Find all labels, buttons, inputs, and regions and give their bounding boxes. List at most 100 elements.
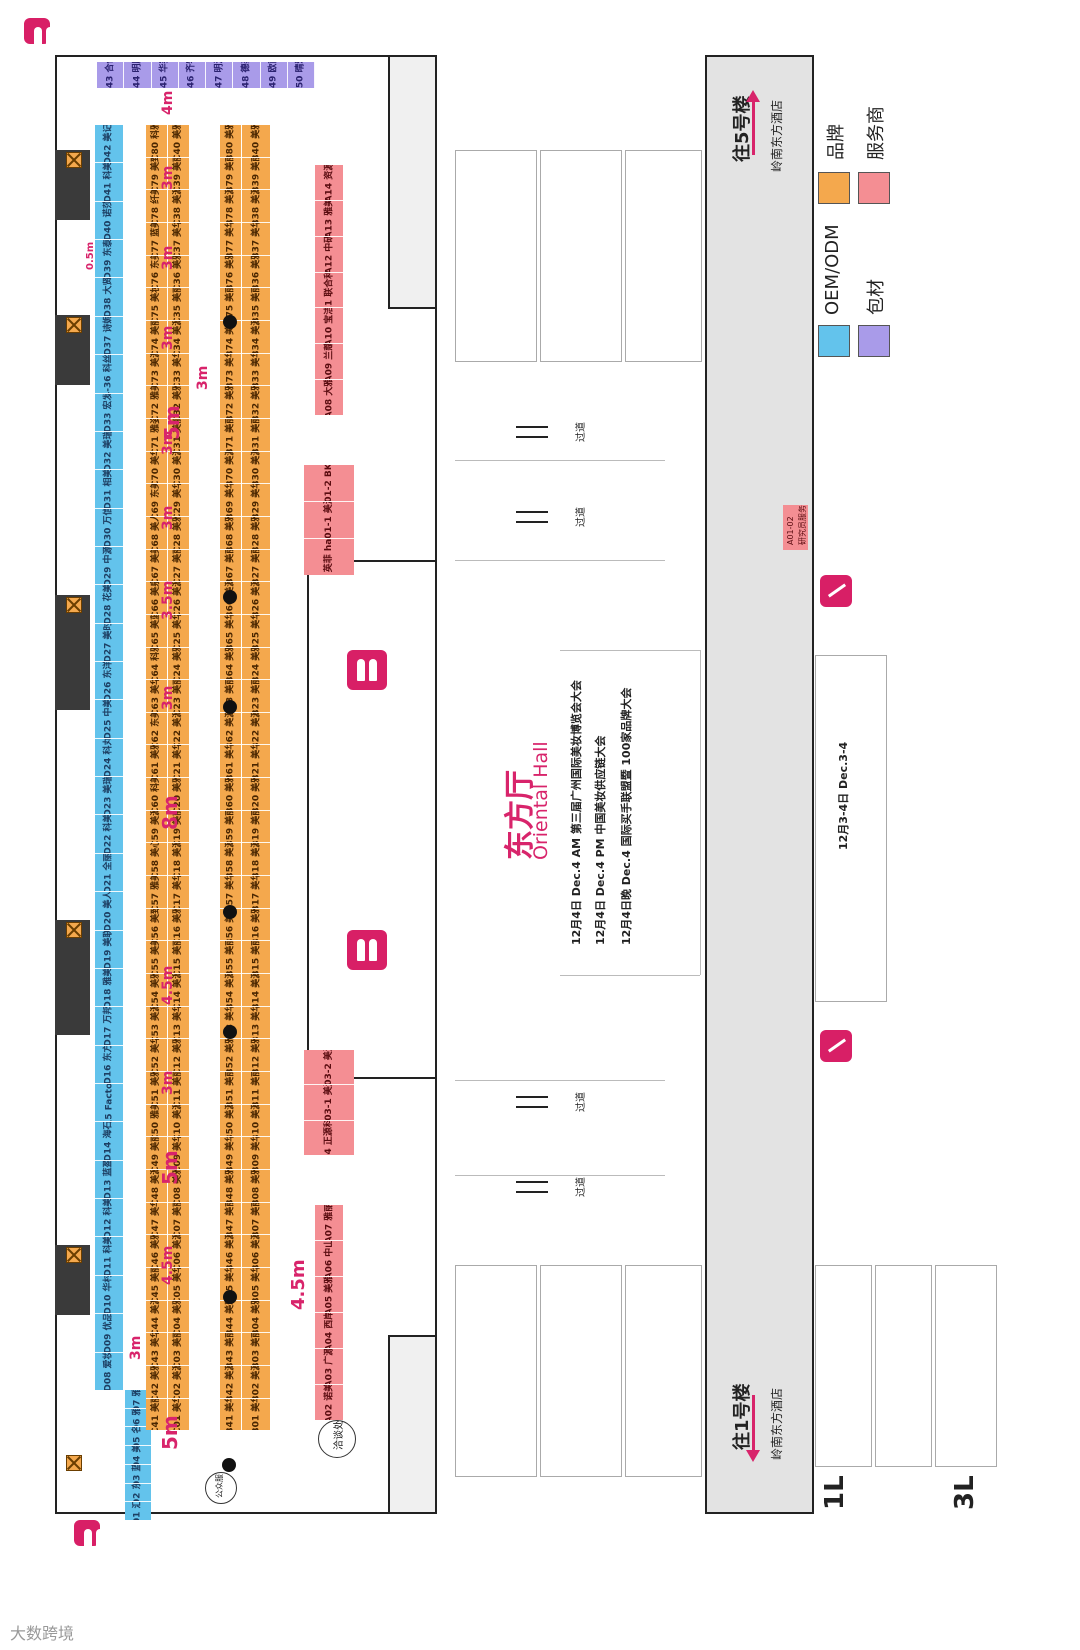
booth-c68[interactable]: C68 美人 <box>146 516 167 550</box>
booth-b25[interactable]: B25 美华 <box>242 614 270 648</box>
booth-b80[interactable]: B80 美雅 <box>220 125 241 158</box>
booth-c29[interactable]: C29 美华 <box>168 484 189 517</box>
booth-d47[interactable]: D47 明洋 <box>206 62 234 88</box>
booth-c33[interactable]: C33 美华 <box>168 353 189 387</box>
booth-b43[interactable]: B43 美丽 <box>220 1333 241 1366</box>
booth-b54[interactable]: B54 美源 <box>220 974 241 1007</box>
booth-a05[interactable]: A05 美雅 <box>315 1277 343 1313</box>
booth-t01-1[interactable]: T01-1 美源 <box>304 502 354 539</box>
booth-b40[interactable]: B40 美雅 <box>242 125 270 158</box>
booth-c61[interactable]: C61 美雅 <box>146 745 167 779</box>
booth-a10[interactable]: A10 宝洁 <box>315 308 343 345</box>
booth-a09[interactable]: A09 兰蔻 <box>315 344 343 381</box>
booth-d48[interactable]: D48 德泰 <box>233 62 261 88</box>
booth-d13[interactable]: D13 蓝盈 <box>95 1160 123 1200</box>
booth-b14[interactable]: B14 美源 <box>242 974 270 1007</box>
booth-d38[interactable]: D38 大贤 <box>95 278 123 317</box>
booth-d01[interactable]: D01 汇丽 <box>125 1502 151 1521</box>
booth-c52[interactable]: C52 美华 <box>146 1039 167 1073</box>
booth-d15[interactable]: D15 Factory <box>95 1083 123 1123</box>
booth-d16[interactable]: D16 东方 <box>95 1045 123 1084</box>
booth-b47[interactable]: B47 美丽 <box>220 1202 241 1236</box>
booth-c59[interactable]: C59 美源 <box>146 810 167 844</box>
booth-b38[interactable]: B38 美源 <box>242 190 270 223</box>
booth-c73[interactable]: C73 美源 <box>146 353 167 387</box>
booth-t04[interactable]: T04 正源科技 <box>304 1120 354 1155</box>
booth-c05[interactable]: C05 美华 <box>168 1267 189 1301</box>
booth-c54[interactable]: C54 美雅 <box>146 974 167 1007</box>
booth-d32[interactable]: D32 美瑞 <box>95 431 123 471</box>
booth-c66[interactable]: C66 美泉 <box>146 582 167 615</box>
booth-c57[interactable]: C57 雅美 <box>146 876 167 909</box>
booth-d37[interactable]: D37 诗妮 <box>95 316 123 356</box>
booth-d20[interactable]: D20 美人 <box>95 892 123 931</box>
booth-c37[interactable]: C37 美华 <box>168 222 189 256</box>
booth-a11[interactable]: A11 联合利华 <box>315 272 343 309</box>
booth-d39[interactable]: D39 东泰 <box>95 240 123 279</box>
booth-c45[interactable]: C45 美丽 <box>146 1267 167 1301</box>
booth-c41[interactable]: C41 美丽 <box>146 1398 167 1431</box>
booth-b59[interactable]: B59 美丽 <box>220 810 241 844</box>
booth-b06[interactable]: B06 美源 <box>242 1235 270 1268</box>
booth-b36[interactable]: B36 美雅 <box>242 255 270 289</box>
booth-b60[interactable]: B60 美雅 <box>220 778 241 811</box>
booth-b49[interactable]: B49 美华 <box>220 1137 241 1170</box>
booth-b20[interactable]: B20 美雅 <box>242 778 270 811</box>
booth-c74[interactable]: C74 美丽 <box>146 320 167 354</box>
booth-b35[interactable]: B35 美丽 <box>242 288 270 321</box>
booth-c24[interactable]: C24 美雅 <box>168 647 189 681</box>
booth-b74[interactable]: B74 美源 <box>220 320 241 354</box>
booth-b23[interactable]: B23 美丽 <box>242 680 270 713</box>
booth-d10[interactable]: D10 华村 <box>95 1275 123 1315</box>
booth-d30[interactable]: D30 万信 <box>95 508 123 547</box>
booth-c40[interactable]: C40 美雅 <box>168 125 189 158</box>
booth-b39[interactable]: B39 美丽 <box>242 157 270 191</box>
booth-c36[interactable]: C36 美雅 <box>168 255 189 289</box>
booth-c71[interactable]: C71 雅姿 <box>146 418 167 452</box>
booth-b29[interactable]: B29 美华 <box>242 484 270 517</box>
booth-c35[interactable]: C35 美丽 <box>168 288 189 321</box>
booth-c63[interactable]: C63 美华 <box>146 680 167 713</box>
booth-t03-1[interactable]: T03-1 美源 <box>304 1085 354 1121</box>
booth-b72[interactable]: B72 美雅 <box>220 386 241 419</box>
booth-b13[interactable]: B13 美华 <box>242 1006 270 1040</box>
booth-c34[interactable]: C34 美源 <box>168 320 189 354</box>
booth-b33[interactable]: B33 美华 <box>242 353 270 387</box>
booth-d18[interactable]: D18 雅美 <box>95 968 123 1008</box>
booth-c56[interactable]: C56 美致 <box>146 908 167 942</box>
service-booth-a01-02[interactable] <box>783 505 808 550</box>
booth-d03[interactable]: D03 蓝源 <box>125 1464 151 1484</box>
booth-c53[interactable]: C53 美源 <box>146 1006 167 1040</box>
booth-c19[interactable]: C19 美丽 <box>168 810 189 844</box>
booth-b61[interactable]: B61 美华 <box>220 745 241 779</box>
booth-c07[interactable]: C07 美丽 <box>168 1202 189 1236</box>
booth-c58[interactable]: C58 美心 <box>146 843 167 877</box>
booth-a02[interactable]: A02 诺美 <box>315 1385 343 1420</box>
booth-b64[interactable]: B64 美雅 <box>220 647 241 681</box>
booth-t01-2[interactable]: T01-2 BKT <box>304 465 354 502</box>
booth-b44[interactable]: B44 美雅 <box>220 1300 241 1334</box>
consult-area[interactable] <box>318 1420 356 1458</box>
booth-c02[interactable]: C02 美源 <box>168 1365 189 1399</box>
booth-b15[interactable]: B15 美丽 <box>242 941 270 975</box>
booth-d33[interactable]: D33 宏发 <box>95 393 123 432</box>
booth-a07[interactable]: A07 雅丽 <box>315 1205 343 1241</box>
booth-d06[interactable]: D06 雅丽 <box>125 1408 151 1428</box>
booth-b71[interactable]: B71 美丽 <box>220 418 241 452</box>
booth-b67[interactable]: B67 美丽 <box>220 549 241 583</box>
booth-c16[interactable]: C16 美雅 <box>168 908 189 942</box>
booth-c10[interactable]: C10 美源 <box>168 1104 189 1138</box>
booth-c12[interactable]: C12 美雅 <box>168 1039 189 1073</box>
booth-c44[interactable]: C44 美源 <box>146 1300 167 1334</box>
booth-d12[interactable]: D12 科美 <box>95 1199 123 1238</box>
booth-c20[interactable]: C20 美雅 <box>168 778 189 811</box>
booth-b01[interactable]: B01 美华 <box>242 1398 270 1431</box>
booth-c75[interactable]: C75 美妆 <box>146 288 167 321</box>
booth-c62[interactable]: C62 东美 <box>146 712 167 746</box>
booth-c72[interactable]: C72 雅美 <box>146 386 167 419</box>
booth-a08[interactable]: A08 大雅 <box>315 380 343 416</box>
booth-d07[interactable]: D07 雅诗 <box>125 1390 151 1409</box>
booth-d26[interactable]: D26 东洋 <box>95 662 123 701</box>
booth-c38[interactable]: C38 美源 <box>168 190 189 223</box>
booth-c48[interactable]: C48 美源 <box>146 1170 167 1203</box>
